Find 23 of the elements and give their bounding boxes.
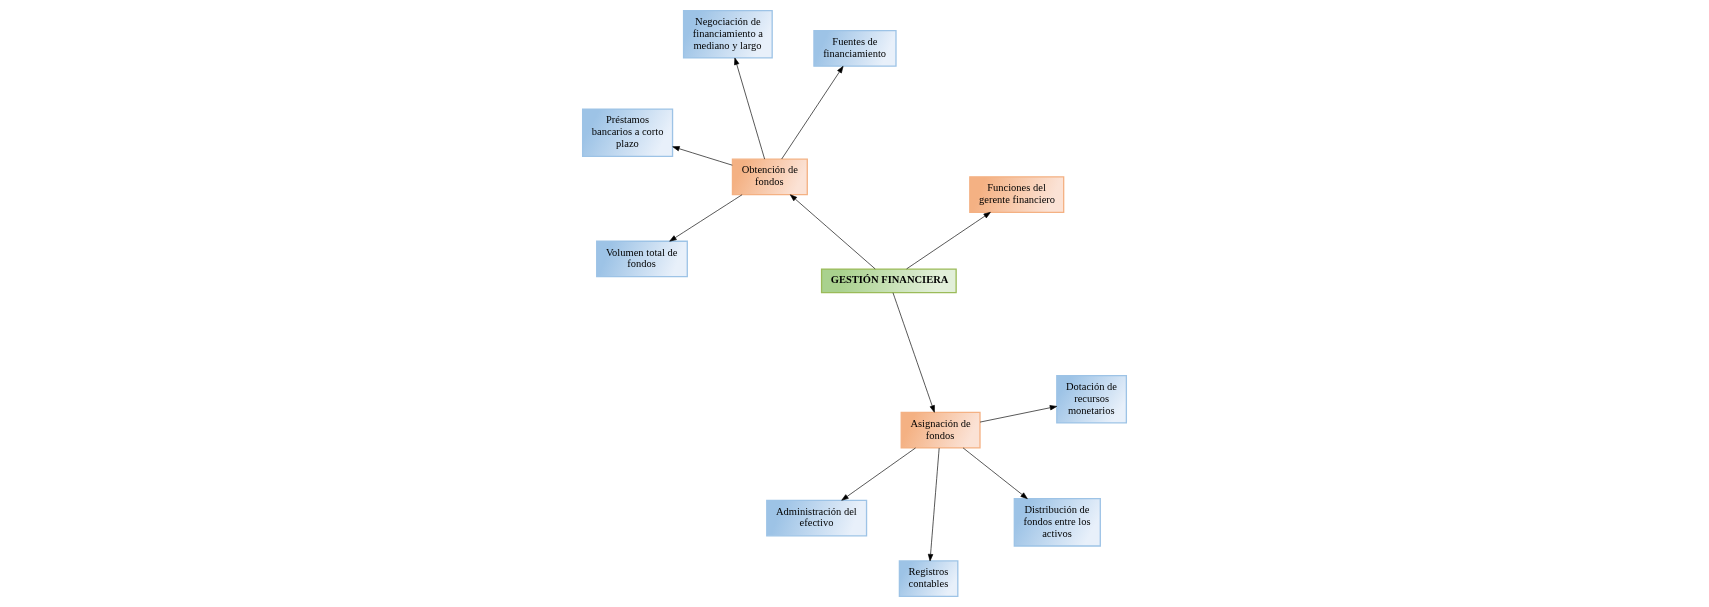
arrow bbox=[906, 212, 991, 270]
node-box: Obtención de fondos bbox=[731, 158, 808, 196]
arrow bbox=[672, 146, 733, 166]
arrow bbox=[841, 447, 916, 501]
node-box: Funciones del gerente financiero bbox=[969, 176, 1065, 213]
node-box: Volumen total de fondos bbox=[596, 240, 688, 278]
arrow bbox=[962, 447, 1028, 499]
node-box: Registros contables bbox=[898, 560, 959, 597]
node-box: Préstamos bancarios a corto plazo bbox=[581, 108, 674, 157]
node-box: Fuentes de financiamiento bbox=[813, 30, 897, 67]
arrow bbox=[669, 194, 743, 242]
node-box: Dotación de recursos monetarios bbox=[1056, 374, 1128, 424]
node-box: Administración del efectivo bbox=[766, 499, 868, 537]
node-box: Negociación de financiamiento a mediano y largo bbox=[682, 10, 773, 59]
node-box: Distribución de fondos entre los activos bbox=[1013, 498, 1101, 547]
arrow bbox=[927, 447, 940, 562]
arrow bbox=[781, 66, 844, 160]
arrow bbox=[789, 194, 876, 270]
arrow bbox=[892, 292, 935, 413]
node-box: Asignación de fondos bbox=[900, 411, 981, 449]
arrow bbox=[734, 57, 765, 160]
node-box: GESTIÓN FINANCIERA bbox=[820, 268, 957, 294]
arrow bbox=[979, 405, 1058, 423]
